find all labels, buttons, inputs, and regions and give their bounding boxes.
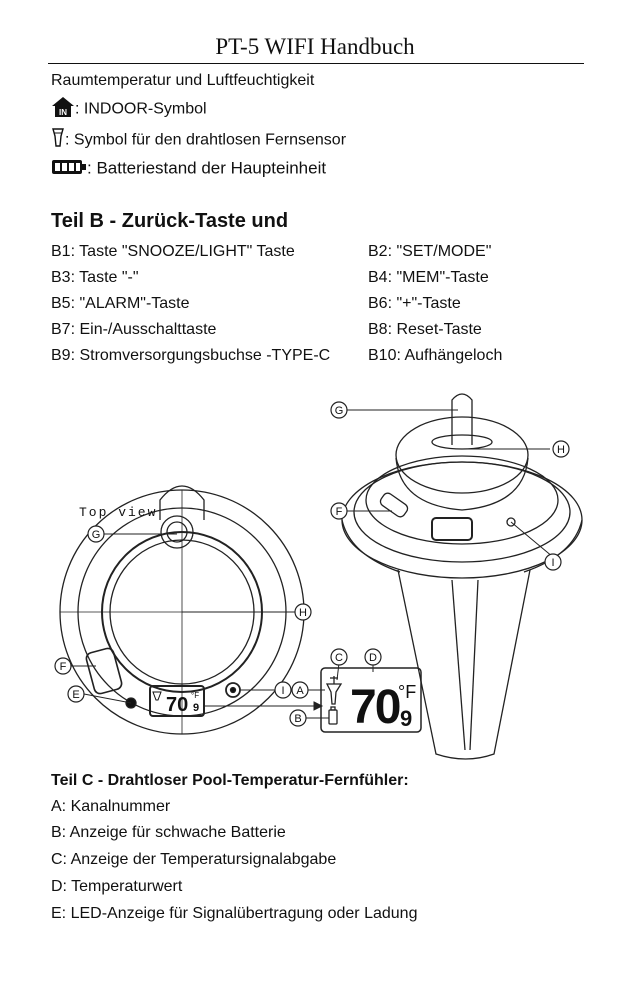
indoor-label: : INDOOR-Symbol	[75, 100, 207, 118]
svg-text:G: G	[335, 405, 344, 417]
part-b-item-b4: B4: "MEM"-Taste	[368, 269, 489, 286]
battery-icon	[51, 158, 87, 181]
svg-text:I: I	[281, 685, 284, 697]
callout-h-top: H	[294, 603, 312, 621]
callout-i-top: I	[274, 681, 292, 699]
lcd-large-unit: °F	[398, 682, 416, 702]
callout-g-side: G	[330, 401, 348, 419]
svg-text:E: E	[72, 689, 79, 701]
callout-f-top: F	[54, 657, 72, 675]
svg-text:C: C	[335, 652, 343, 664]
lcd-large-temp: 70	[350, 681, 400, 734]
page-title: PT-5 WIFI Handbuch	[215, 34, 415, 59]
svg-text:IN: IN	[59, 108, 67, 117]
part-c-item-d: D: Temperaturwert	[51, 878, 183, 895]
part-b-item-b1: B1: Taste "SNOOZE/LIGHT" Taste	[51, 243, 295, 260]
callout-b-lcd: B	[289, 709, 307, 727]
svg-text:F: F	[60, 661, 67, 673]
part-b-item-b9: B9: Stromversorgungsbuchse -TYPE-C	[51, 347, 331, 364]
indoor-house-icon: IN	[51, 96, 75, 123]
part-c-heading: Teil C - Drahtloser Pool-Temperatur-Fern…	[51, 772, 409, 789]
svg-text:B: B	[294, 713, 301, 725]
callout-leaders	[71, 409, 554, 719]
lcd-small-sensor-icon	[152, 691, 162, 701]
part-b-item-b10: B10: Aufhängeloch	[368, 347, 503, 364]
part-c-item-e: E: LED-Anzeige für Signalübertragung ode…	[51, 905, 418, 922]
callout-d-lcd: D	[364, 648, 382, 666]
part-c-item-a: A: Kanalnummer	[51, 798, 171, 815]
callout-f-side: F	[330, 502, 348, 520]
part-b-item-b6: B6: "+"-Taste	[368, 295, 461, 312]
svg-text:F: F	[336, 506, 343, 518]
callout-h-side: H	[552, 440, 570, 458]
battery-label: : Batteriestand der Haupteinheit	[87, 158, 327, 178]
part-b-item-b3: B3: Taste "-"	[51, 269, 139, 286]
part-b-item-b5: B5: "ALARM"-Taste	[51, 295, 190, 312]
callout-e-top: E	[67, 685, 85, 703]
svg-text:I: I	[551, 557, 554, 569]
part-b-item-b7: B7: Ein-/Ausschalttaste	[51, 321, 217, 338]
callout-g-top: G	[87, 525, 105, 543]
sensor-label: : Symbol für den drahtlosen Fernsensor	[65, 131, 347, 149]
lcd-enlarged-drawing	[320, 667, 422, 733]
svg-text:A: A	[296, 685, 304, 697]
svg-text:D: D	[369, 652, 377, 664]
part-c-item-c: C: Anzeige der Temperatursignalabgabe	[51, 851, 337, 868]
header-rule	[48, 63, 584, 64]
svg-text:H: H	[557, 444, 565, 456]
part-b-item-b8: B8: Reset-Taste	[368, 321, 482, 338]
text-line-room-temp: Raumtemperatur und Luftfeuchtigkeit	[51, 72, 315, 89]
lcd-large-decimal: 9	[400, 706, 412, 731]
lcd-small-temp: 70	[166, 694, 188, 716]
side-view-drawing	[341, 393, 583, 760]
sensor-line: : Symbol für den drahtlosen Fernsensor	[51, 126, 346, 155]
svg-text:G: G	[92, 529, 101, 541]
remote-sensor-icon	[51, 126, 65, 155]
callout-c-lcd: C	[330, 648, 348, 666]
part-b-item-b2: B2: "SET/MODE"	[368, 243, 492, 260]
lcd-small-unit: °F	[191, 691, 199, 700]
callout-i-side: I	[544, 553, 562, 571]
part-b-heading: Teil B - Zurück-Taste und	[51, 210, 289, 232]
top-view-label: Top view	[79, 505, 157, 520]
callout-a-lcd: A	[291, 681, 309, 699]
lcd-small-decimal: 9	[193, 702, 199, 714]
battery-line: : Batteriestand der Haupteinheit	[51, 158, 326, 181]
svg-text:H: H	[299, 607, 307, 619]
indoor-line: IN : INDOOR-Symbol	[51, 96, 207, 123]
part-c-item-b: B: Anzeige für schwache Batterie	[51, 824, 286, 841]
pool-sensor-illustration: G H F I G H F E I A B C D Top view 70 9 …	[54, 393, 583, 760]
